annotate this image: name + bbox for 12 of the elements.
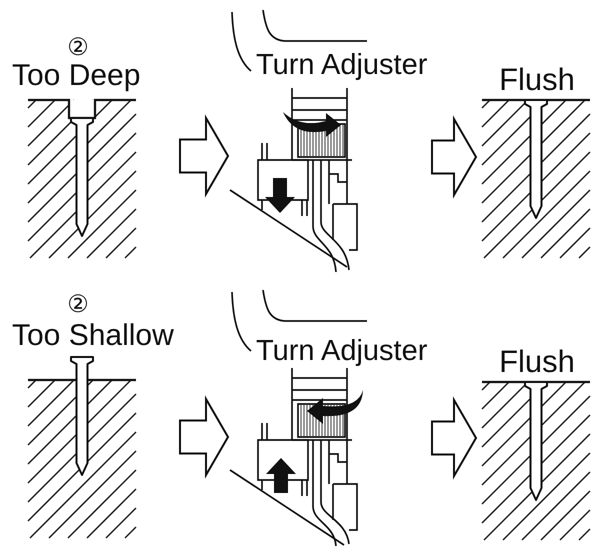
hollow-arrow	[431, 115, 478, 199]
step-number: ②	[67, 35, 89, 59]
hollow-arrow	[431, 396, 478, 480]
condition-heading: Too Deep	[12, 59, 140, 94]
hollow-arrow	[179, 395, 230, 479]
instruction-heading: Turn Adjuster	[256, 49, 428, 82]
instruction-heading: Turn Adjuster	[256, 335, 428, 368]
hollow-arrow	[179, 114, 230, 198]
step-number: ②	[67, 292, 89, 316]
condition-heading: Too Shallow	[12, 319, 174, 354]
result-heading: Flush	[499, 344, 575, 380]
result-heading: Flush	[499, 62, 575, 98]
